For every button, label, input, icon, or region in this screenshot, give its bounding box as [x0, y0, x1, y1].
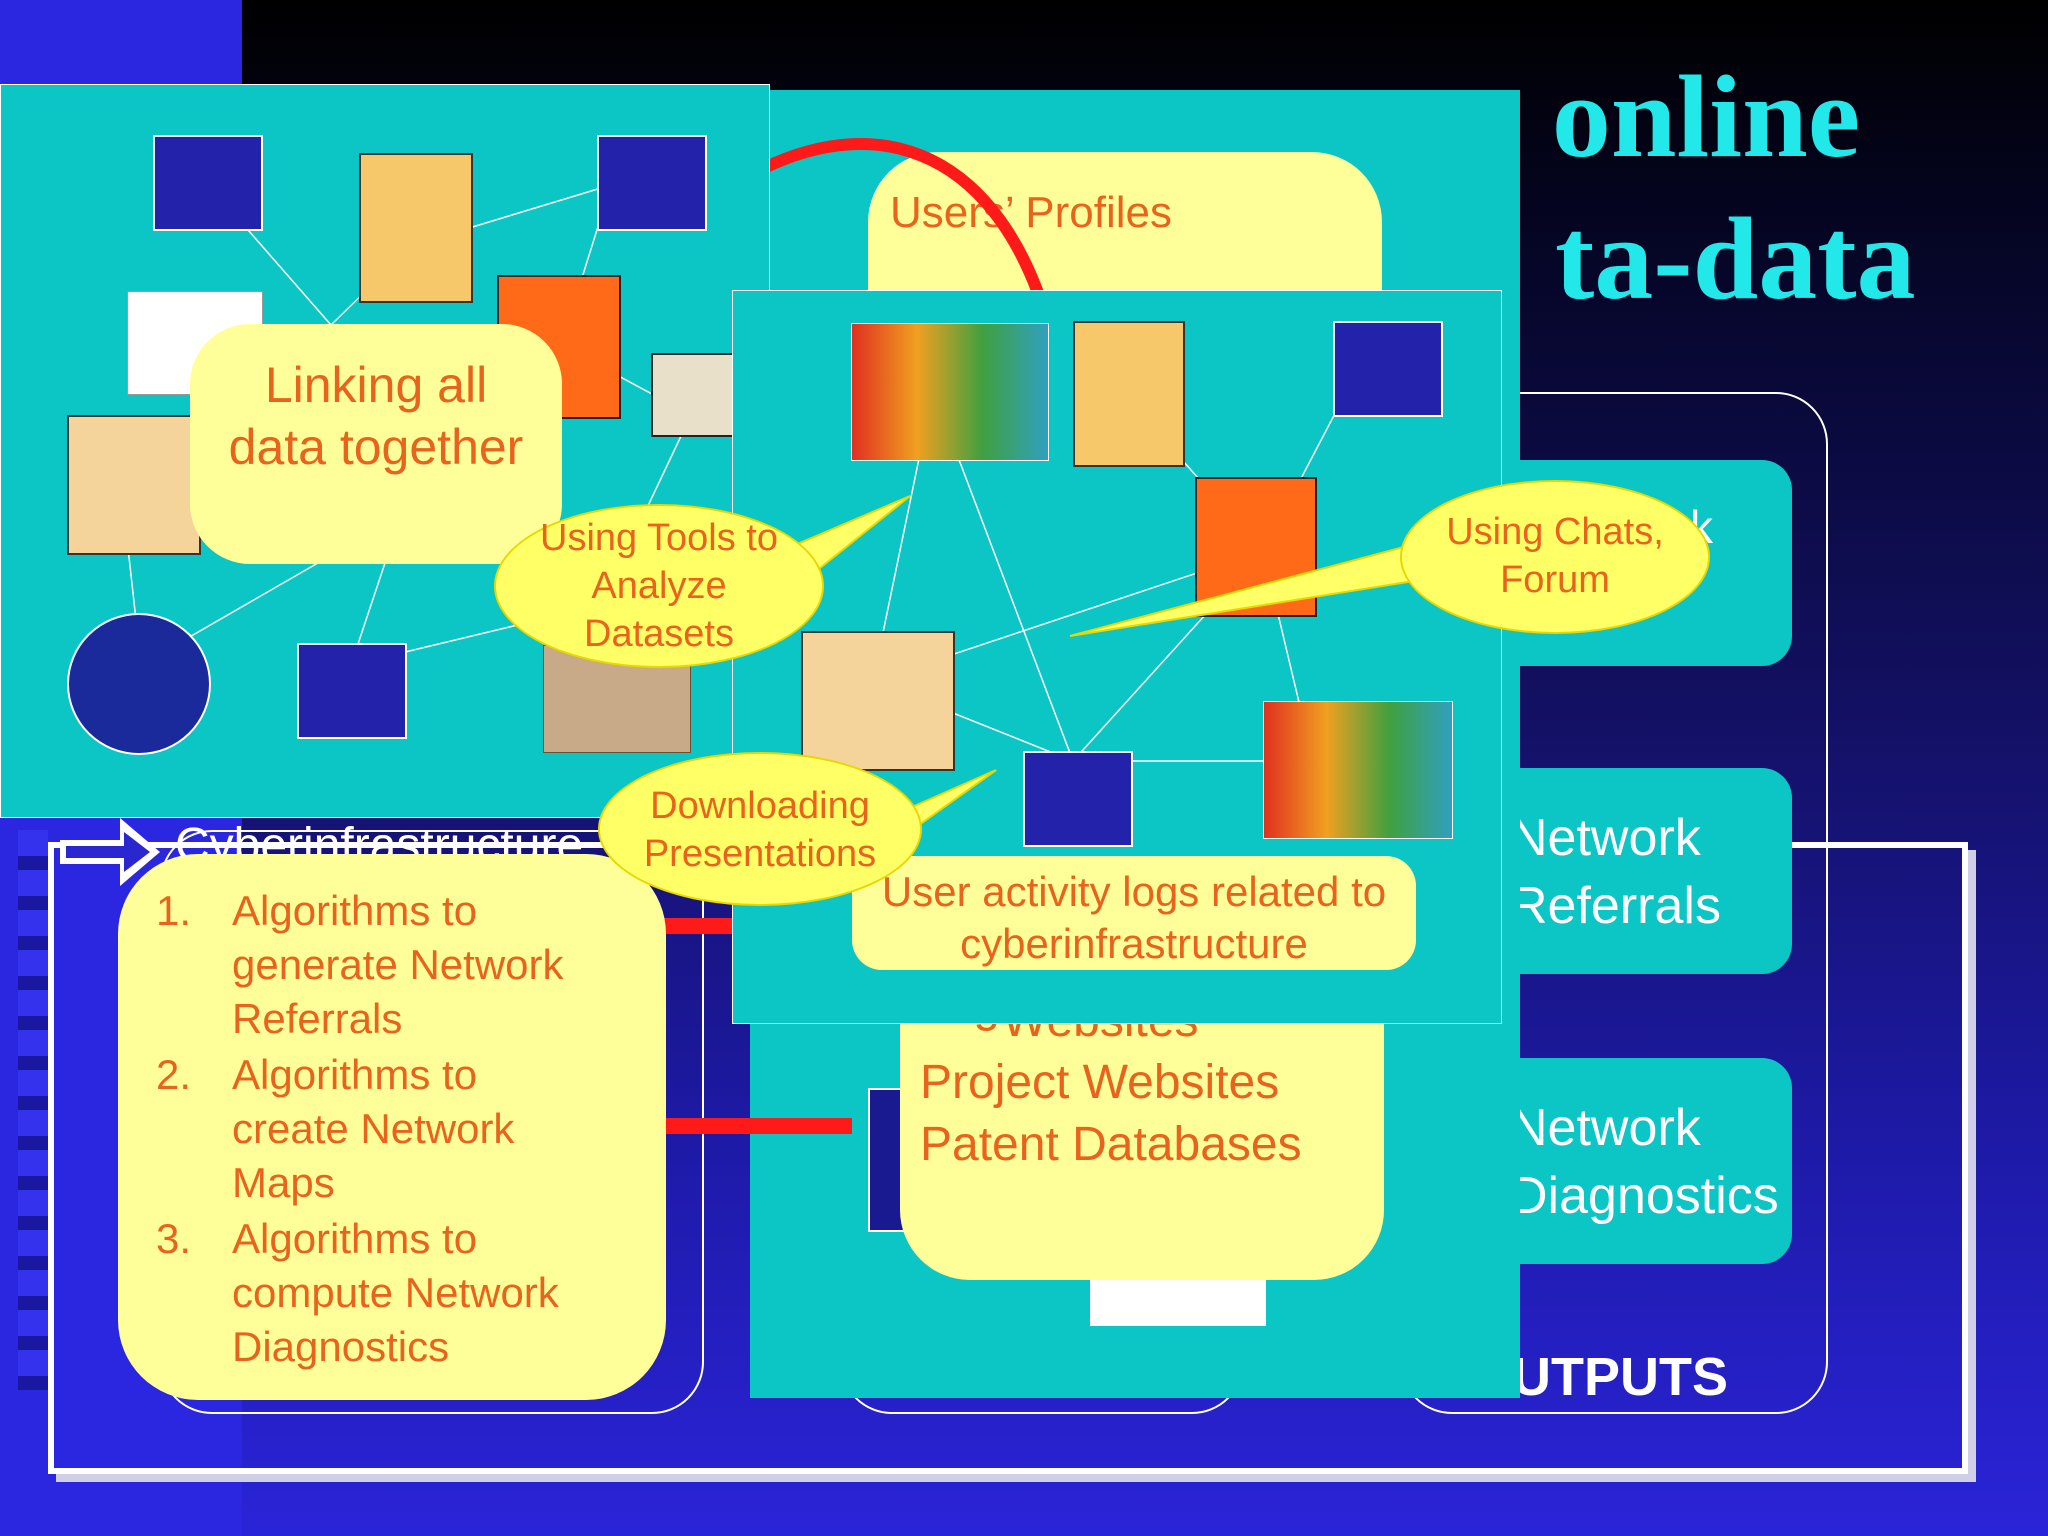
linking-callout-text: Linking all data together	[228, 357, 524, 475]
activity-log-callout: User activity logs related to cyberinfra…	[852, 856, 1416, 970]
output-network-diagnostics: Network Diagnostics	[1510, 1099, 1779, 1225]
algorithm-text: Algorithms to generate Network Referrals	[232, 887, 564, 1042]
source-patent-databases: Patent Databases	[920, 1118, 1302, 1171]
presentation-board-icon	[1023, 751, 1133, 847]
algorithm-item-1: 1. Algorithms to generate Network Referr…	[156, 884, 656, 1046]
algorithm-item-3: 3. Algorithms to compute Network Diagnos…	[156, 1212, 656, 1374]
chats-callout: Using Chats, Forum	[1400, 480, 1710, 634]
algorithm-number: 2.	[156, 1051, 192, 1098]
algorithms-list: 1. Algorithms to generate Network Referr…	[156, 884, 656, 1374]
calculator-person-illustration	[67, 415, 201, 555]
downloading-callout-text: Downloading Presentations	[643, 785, 877, 875]
chats-callout-text: Using Chats, Forum	[1446, 511, 1664, 601]
downloading-callout: Downloading Presentations	[598, 752, 922, 906]
computer-user-illustration	[1073, 321, 1185, 467]
title-line-2: ta-data	[1555, 193, 1916, 324]
algorithms-box: 1. Algorithms to generate Network Referr…	[118, 854, 666, 1400]
input-arrow	[60, 818, 160, 886]
output-network-referrals: Network Referrals	[1510, 809, 1721, 935]
algorithm-text: Algorithms to create Network Maps	[232, 1051, 515, 1206]
left-square-pattern	[18, 830, 48, 1390]
source-project-websites: Project Websites	[920, 1056, 1280, 1109]
folder-icon	[67, 613, 211, 755]
tools-callout-text: Using Tools to Analyze Datasets	[540, 517, 778, 655]
presentation-board-icon	[153, 135, 263, 231]
calculator-person-illustration	[801, 631, 955, 771]
tools-callout: Using Tools to Analyze Datasets	[494, 504, 824, 668]
algorithm-text: Algorithms to compute Network Diagnostic…	[232, 1215, 559, 1370]
heatmap-thumbnail	[1263, 701, 1453, 839]
heatmap-thumbnail	[851, 323, 1049, 461]
algorithm-item-2: 2. Algorithms to create Network Maps	[156, 1048, 656, 1210]
presentation-board-icon	[297, 643, 407, 739]
computer-user-illustration	[359, 153, 473, 303]
activity-log-callout-text: User activity logs related to cyberinfra…	[881, 868, 1387, 967]
presentation-board-icon	[597, 135, 707, 231]
linking-callout: Linking all data together	[190, 324, 562, 564]
algorithm-number: 3.	[156, 1215, 192, 1262]
presentation-board-icon	[1333, 321, 1443, 417]
algorithm-number: 1.	[156, 887, 192, 934]
users-profiles-label: Users’ Profiles	[890, 188, 1172, 237]
title-line-1: e online	[1470, 51, 1861, 182]
